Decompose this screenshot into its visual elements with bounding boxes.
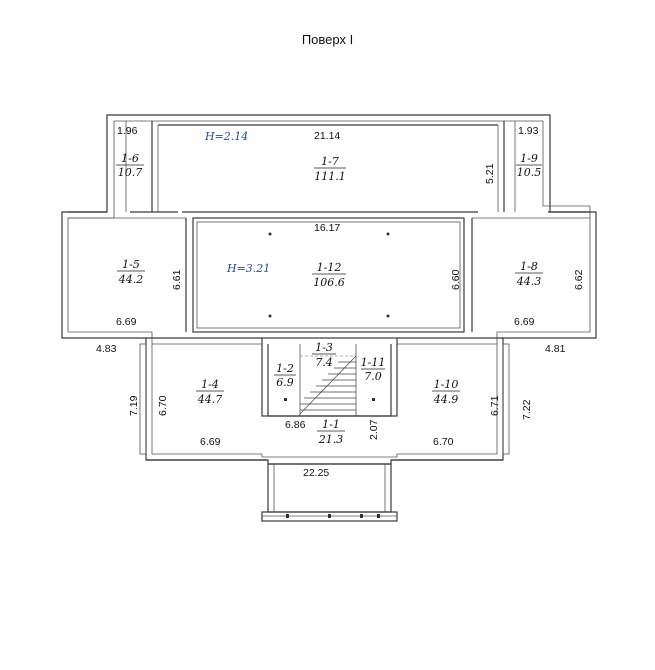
dim-label: 6.69 — [116, 316, 137, 328]
dim-label: 6.61 — [171, 269, 183, 290]
dim-label: 21.14 — [314, 130, 340, 142]
dim-label: 2.07 — [368, 419, 380, 440]
room-1-3-code: 1-3 — [315, 341, 333, 354]
room-1-1-area: 21.3 — [318, 433, 344, 446]
dim-label: 6.69 — [514, 316, 535, 328]
room-1-6-area: 10.7 — [118, 166, 143, 179]
dim-label: 6.70 — [157, 395, 169, 416]
room-1-9-area: 10.5 — [517, 166, 542, 179]
room-1-12-area: 106.6 — [313, 276, 345, 289]
room-1-11-code: 1-11 — [361, 356, 386, 369]
room-1-5-area: 44.2 — [118, 273, 144, 286]
room-1-9-code: 1-9 — [520, 152, 538, 165]
room-1-5-code: 1-5 — [122, 258, 140, 271]
dim-label: 22.25 — [303, 467, 329, 479]
dim-label: 7.22 — [521, 399, 533, 420]
room-1-4-area: 44.7 — [197, 393, 223, 406]
room-1-6-code: 1-6 — [121, 152, 139, 165]
room-1-2-code: 1-2 — [276, 362, 294, 375]
room-1-3-area: 7.4 — [315, 356, 333, 369]
room-1-2-area: 6.9 — [276, 376, 294, 389]
dim-label: 6.62 — [573, 269, 585, 290]
room-1-7-code: 1-7 — [321, 155, 339, 168]
dim-label: 4.83 — [96, 343, 117, 355]
dim-label: 4.81 — [545, 343, 566, 355]
room-1-4-code: 1-4 — [201, 378, 219, 391]
room-1-8-code: 1-8 — [520, 260, 538, 273]
room-1-11-area: 7.0 — [364, 370, 382, 383]
dim-label: 6.86 — [285, 419, 306, 431]
room-labels: 1-6 10.7 1-7 111.1 1-9 10.5 1-5 44.2 1-1… — [116, 152, 543, 446]
dim-label: 7.19 — [128, 395, 140, 416]
dim-label: 6.69 — [200, 436, 221, 448]
walls — [61, 114, 597, 522]
dim-label: 6.70 — [433, 436, 454, 448]
room-1-1-code: 1-1 — [322, 418, 340, 431]
height-label-main: H=3.21 — [226, 262, 270, 275]
room-1-10-area: 44.9 — [433, 393, 459, 406]
room-1-7-area: 111.1 — [314, 170, 346, 183]
dim-label: 6.71 — [489, 395, 501, 416]
dim-label: 5.21 — [484, 163, 496, 184]
dimension-labels: 1.96 21.14 1.93 5.21 16.17 6.61 6.60 6.6… — [96, 125, 585, 479]
dim-label: 1.96 — [117, 125, 138, 137]
page-title: Поверх І — [301, 32, 354, 47]
dim-label: 16.17 — [314, 222, 340, 234]
room-1-10-code: 1-10 — [434, 378, 459, 391]
room-1-8-area: 44.3 — [516, 275, 542, 288]
height-label-upper: H=2.14 — [204, 130, 248, 143]
dim-label: 6.60 — [450, 269, 462, 290]
room-1-12-code: 1-12 — [317, 261, 342, 274]
dim-label: 1.93 — [518, 125, 539, 137]
